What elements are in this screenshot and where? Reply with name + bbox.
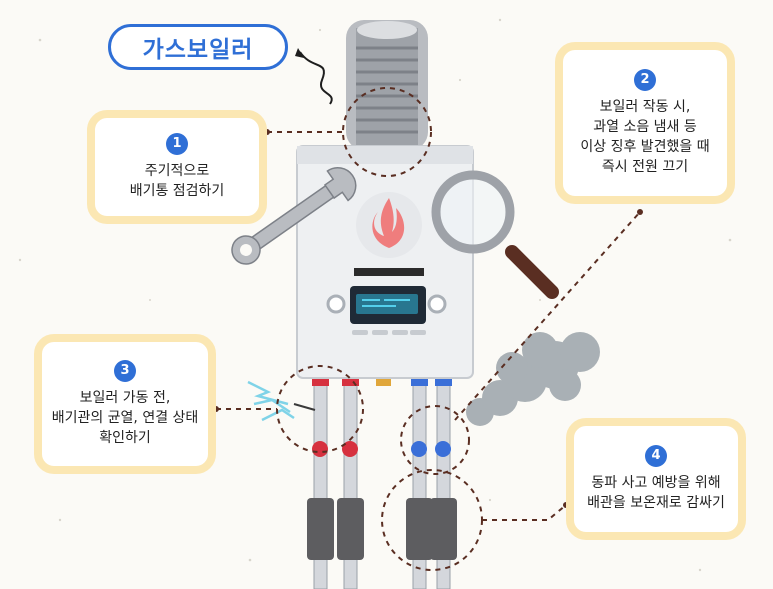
callout-text-line: 배기통 점검하기 <box>129 183 225 199</box>
step-number-badge: 2 <box>634 69 656 91</box>
spark-icon <box>247 380 295 422</box>
wrench-icon <box>231 167 357 265</box>
callout-3: 3 보일러 가동 전, 배기관의 균열, 연결 상태 확인하기 <box>34 334 216 474</box>
boiler-body <box>296 145 474 379</box>
background-speckles <box>18 18 732 572</box>
step-number-badge: 1 <box>166 133 188 155</box>
callout-text-line: 배관을 보온재로 감싸기 <box>587 495 725 511</box>
callout-2: 2 보일러 작동 시, 과열 소음 냄새 등 이상 징후 발견했을 때 즉시 전… <box>555 42 735 204</box>
callout-4: 4 동파 사고 예방을 위해 배관을 보온재로 감싸기 <box>566 418 746 540</box>
callout-text-line: 동파 사고 예방을 위해 <box>591 475 721 491</box>
smoke-icon <box>466 332 600 426</box>
magnifier-icon <box>431 170 559 299</box>
callout-text-line: 즉시 전원 끄기 <box>601 159 689 175</box>
flame-icon <box>372 198 405 248</box>
step-number-badge: 3 <box>114 360 136 382</box>
squiggle-arrow <box>299 51 333 105</box>
callout-text-line: 배기관의 균열, 연결 상태 <box>51 410 199 426</box>
page-title: 가스보일러 <box>108 24 288 70</box>
callout-text-line: 확인하기 <box>99 430 151 446</box>
callout-text-line: 보일러 가동 전, <box>79 390 171 406</box>
callout-text-line: 이상 징후 발견했을 때 <box>580 139 710 155</box>
callout-1: 1 주기적으로 배기통 점검하기 <box>87 110 267 224</box>
callout-text-line: 과열 소음 냄새 등 <box>593 119 697 135</box>
callout-text-line: 주기적으로 <box>144 163 210 179</box>
callout-text-line: 보일러 작동 시, <box>599 99 691 115</box>
step-number-badge: 4 <box>645 445 667 467</box>
exhaust-flue <box>346 20 428 152</box>
pipes <box>307 374 457 589</box>
callout-connectors <box>216 87 641 571</box>
